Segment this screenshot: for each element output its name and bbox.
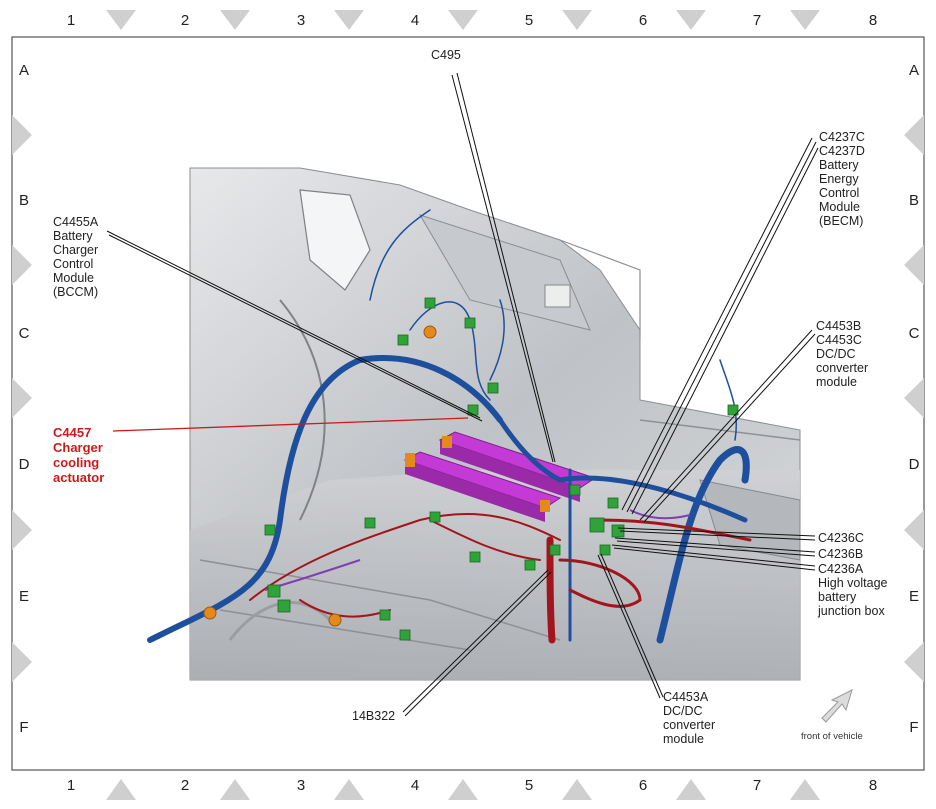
col-label-4-top: 4 [410, 12, 420, 29]
callout-c4453bc-dcdc: C4453B C4453C DC/DC converter module [816, 319, 869, 389]
col-label-1-top: 1 [66, 12, 76, 29]
col-label-7-top: 7 [752, 12, 762, 29]
callout-14b322: 14B322 [352, 709, 396, 723]
callout-c4453a-dcdc: C4453A DC/DC converter module [663, 690, 716, 746]
row-label-e-left: E [18, 588, 29, 605]
row-label-c-left: C [18, 325, 30, 342]
callout-c4457-highlighted: C4457 Charger cooling actuator [53, 425, 105, 485]
callout-c4455a-bccm: C4455A Battery Charger Control Module (B… [53, 215, 99, 299]
col-label-6-bottom: 6 [638, 777, 648, 794]
col-label-3-bottom: 3 [296, 777, 306, 794]
callout-c4237-becm: C4237C C4237D Battery Energy Control Mod… [819, 130, 865, 228]
front-of-vehicle-label: front of vehicle [801, 731, 863, 742]
left-grid-markers [12, 115, 32, 682]
col-label-1-bottom: 1 [66, 777, 76, 794]
bottom-grid-markers [106, 779, 820, 800]
row-label-f-left: F [19, 719, 29, 736]
row-label-f-right: F [909, 719, 919, 736]
right-grid-markers [904, 115, 924, 682]
row-label-a-left: A [18, 62, 29, 79]
callout-c4236c: C4236C [818, 531, 864, 545]
charger-modules [403, 431, 597, 522]
callout-c4236a-junction-box: C4236A High voltage battery junction box [818, 562, 888, 618]
row-label-c-right: C [908, 325, 920, 342]
col-label-2-top: 2 [180, 12, 190, 29]
blue-harness [147, 209, 750, 644]
row-label-e-right: E [908, 588, 919, 605]
callout-c495: C495 [431, 48, 461, 62]
col-label-6-top: 6 [638, 12, 648, 29]
callout-c4236b: C4236B [818, 547, 864, 561]
row-label-b-right: B [908, 192, 919, 209]
row-label-d-right: D [908, 456, 920, 473]
front-arrow-icon [821, 689, 853, 723]
col-label-8-bottom: 8 [868, 777, 878, 794]
col-label-3-top: 3 [296, 12, 306, 29]
row-label-b-left: B [18, 192, 29, 209]
top-grid-markers [106, 10, 820, 30]
orange-fasteners [203, 325, 437, 627]
highlight-leader-line [112, 417, 469, 432]
col-label-8-top: 8 [868, 12, 878, 29]
leader-lines [106, 72, 819, 717]
col-label-2-bottom: 2 [180, 777, 190, 794]
row-label-d-left: D [18, 456, 30, 473]
row-label-a-right: A [908, 62, 919, 79]
col-label-5-top: 5 [524, 12, 534, 29]
connectors [264, 297, 739, 641]
col-label-7-bottom: 7 [752, 777, 762, 794]
col-label-4-bottom: 4 [410, 777, 420, 794]
col-label-5-bottom: 5 [524, 777, 534, 794]
